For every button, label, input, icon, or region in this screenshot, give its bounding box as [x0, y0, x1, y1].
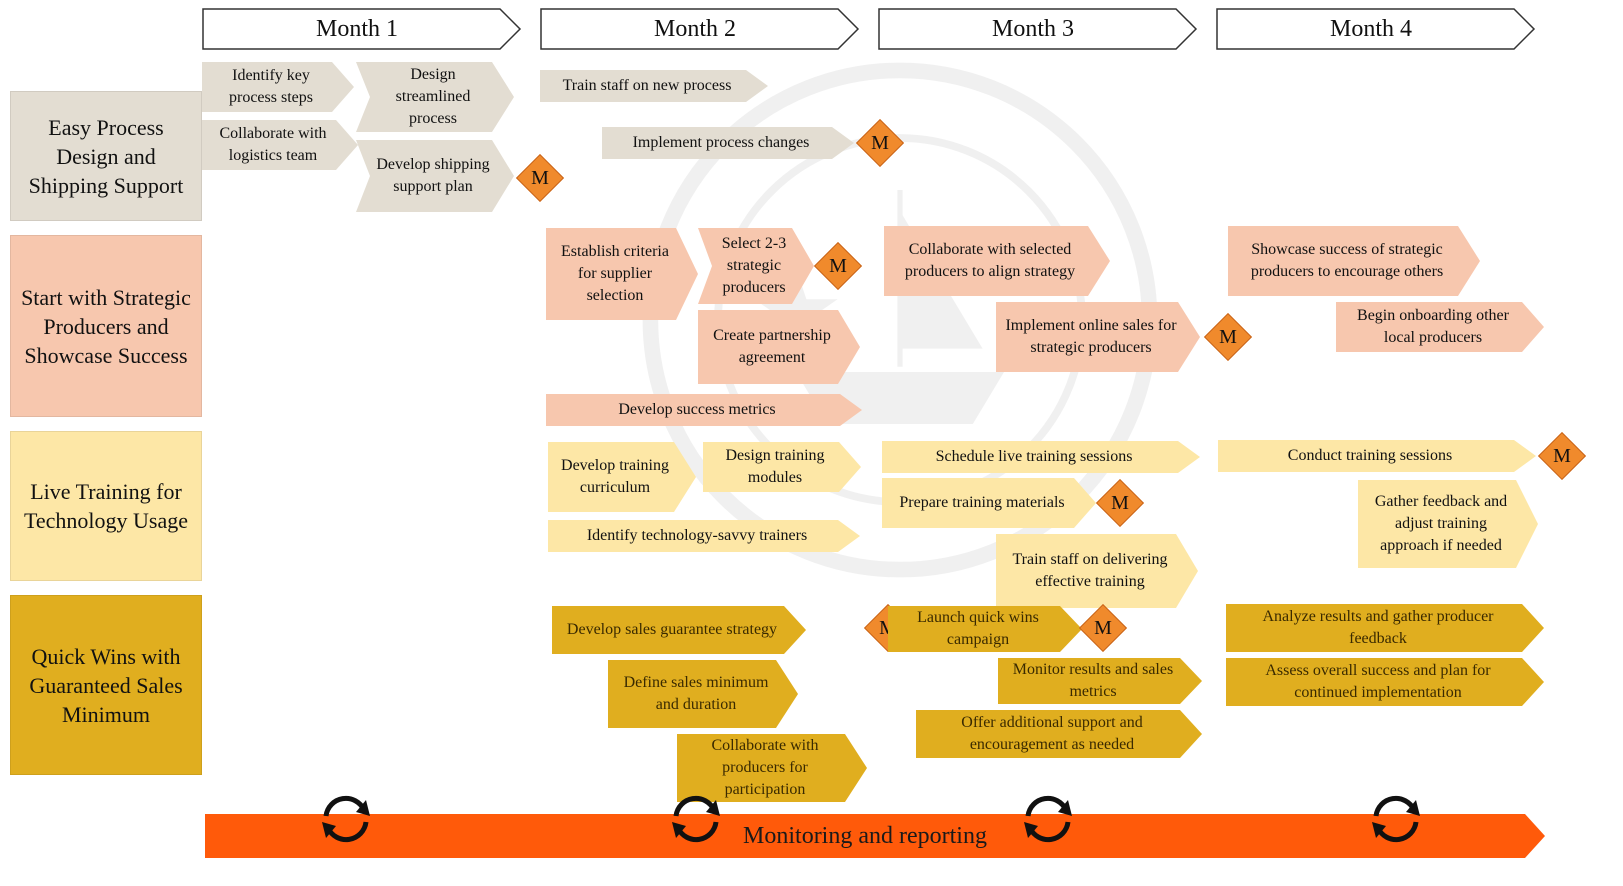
- task-schedule-live-training: Schedule live training sessions: [882, 441, 1200, 473]
- task-launch-quick-wins: Launch quick wins campaign: [888, 606, 1082, 652]
- milestone-diamond-icon: M: [812, 240, 864, 292]
- task-select-producers: Select 2-3 strategic producers: [698, 228, 814, 304]
- row-label-training: Live Training for Technology Usage: [10, 431, 202, 581]
- task-begin-onboarding: Begin onboarding other local producers: [1336, 302, 1544, 352]
- task-implement-online-sales: Implement online sales for strategic pro…: [996, 302, 1200, 372]
- task-identify-key-process-steps: Identify key process steps: [202, 62, 354, 112]
- task-collaborate-selected-producers: Collaborate with selected producers to a…: [884, 226, 1110, 296]
- refresh-cycle-icon: [1372, 795, 1420, 843]
- task-collaborate-producers-participation: Collaborate with producers for participa…: [677, 734, 867, 802]
- task-develop-shipping-plan: Develop shipping support plan: [356, 140, 514, 212]
- month-header-4: Month 4: [1216, 8, 1546, 50]
- milestone-diamond-icon: M: [1077, 602, 1129, 654]
- row-label-quick-wins: Quick Wins with Guaranteed Sales Minimum: [10, 595, 202, 775]
- month-label: Month 4: [1329, 16, 1412, 42]
- task-develop-sales-guarantee: Develop sales guarantee strategy: [552, 606, 806, 654]
- refresh-cycle-icon: [322, 795, 370, 843]
- milestone-label: M: [829, 255, 847, 277]
- task-implement-process-changes: Implement process changes: [602, 127, 854, 159]
- monitoring-bar: Monitoring and reporting: [205, 814, 1548, 858]
- month-header-1: Month 1: [202, 8, 532, 50]
- task-create-partnership: Create partnership agreement: [698, 310, 860, 384]
- task-train-staff-new-process: Train staff on new process: [540, 70, 768, 102]
- task-prepare-training-materials: Prepare training materials: [882, 478, 1096, 528]
- milestone-label: M: [1094, 617, 1112, 639]
- row-label-producers: Start with Strategic Producers and Showc…: [10, 235, 202, 417]
- milestone-label: M: [531, 167, 549, 189]
- task-offer-support: Offer additional support and encourageme…: [916, 710, 1202, 758]
- task-develop-success-metrics: Develop success metrics: [546, 394, 862, 426]
- milestone-label: M: [1219, 326, 1237, 348]
- milestone-label: M: [1553, 445, 1571, 467]
- task-assess-overall-success: Assess overall success and plan for cont…: [1226, 658, 1544, 706]
- month-header-2: Month 2: [540, 8, 870, 50]
- task-design-streamlined-process: Design streamlined process: [356, 62, 514, 132]
- milestone-diamond-icon: M: [1536, 430, 1588, 482]
- task-showcase-success: Showcase success of strategic producers …: [1228, 226, 1480, 296]
- milestone-diamond-icon: M: [1094, 477, 1146, 529]
- task-identify-trainers: Identify technology-savvy trainers: [548, 520, 860, 552]
- month-label: Month 1: [315, 16, 398, 42]
- milestone-diamond-icon: M: [514, 152, 566, 204]
- month-label: Month 3: [991, 16, 1074, 42]
- task-monitor-results: Monitor results and sales metrics: [998, 658, 1202, 704]
- task-conduct-training-sessions: Conduct training sessions: [1218, 440, 1536, 472]
- task-design-training-modules: Design training modules: [703, 442, 861, 492]
- task-collaborate-logistics: Collaborate with logistics team: [202, 120, 358, 170]
- refresh-cycle-icon: [672, 795, 720, 843]
- row-label-process: Easy Process Design and Shipping Support: [10, 91, 202, 221]
- milestone-label: M: [871, 132, 889, 154]
- task-develop-training-curriculum: Develop training curriculum: [548, 442, 696, 512]
- refresh-cycle-icon: [1024, 795, 1072, 843]
- task-gather-feedback-adjust: Gather feedback and adjust training appr…: [1358, 480, 1538, 568]
- monitoring-bar-label: Monitoring and reporting: [743, 823, 987, 849]
- task-analyze-results: Analyze results and gather producer feed…: [1226, 604, 1544, 652]
- milestone-diamond-icon: M: [1202, 311, 1254, 363]
- milestone-diamond-icon: M: [854, 117, 906, 169]
- task-establish-criteria: Establish criteria for supplier selectio…: [546, 228, 698, 320]
- task-train-staff-effective-training: Train staff on delivering effective trai…: [996, 534, 1198, 608]
- month-label: Month 2: [653, 16, 736, 42]
- task-define-sales-minimum: Define sales minimum and duration: [608, 660, 798, 728]
- milestone-label: M: [1111, 492, 1129, 514]
- month-header-3: Month 3: [878, 8, 1208, 50]
